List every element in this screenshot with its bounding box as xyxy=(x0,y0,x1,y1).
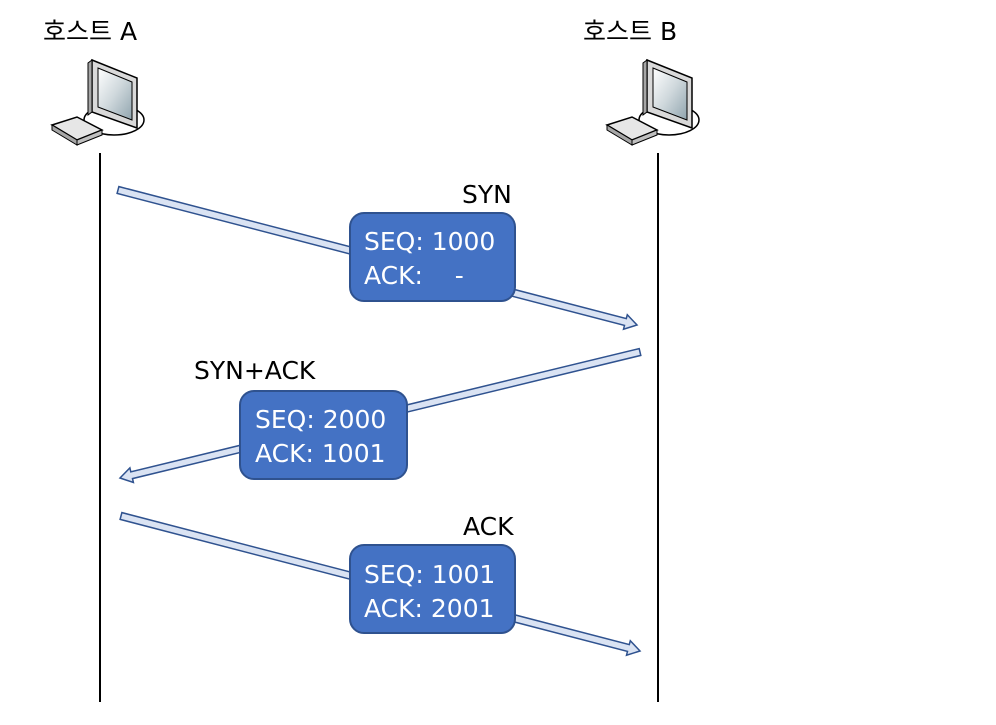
syn-packet-box xyxy=(349,212,516,302)
computer-icon xyxy=(50,58,145,146)
syn-label: SYN xyxy=(462,180,512,209)
host-a-label: 호스트 A xyxy=(43,17,137,46)
ack-seq-value: SEQ: 1001 xyxy=(364,560,495,589)
ack-label: ACK xyxy=(463,512,514,541)
syn-ack-ack-value: ACK: 1001 xyxy=(255,439,386,468)
syn-seq-value: SEQ: 1000 xyxy=(364,227,495,256)
syn-ack-value: ACK: - xyxy=(364,261,464,290)
syn-ack-label: SYN+ACK xyxy=(194,356,316,385)
computer-icon xyxy=(605,58,700,146)
ack-ack-value: ACK: 2001 xyxy=(364,594,495,623)
host-b-label: 호스트 B xyxy=(583,17,677,46)
ack-packet-box xyxy=(349,544,516,634)
syn-ack-packet-box xyxy=(239,390,408,480)
syn-ack-seq-value: SEQ: 2000 xyxy=(255,405,386,434)
